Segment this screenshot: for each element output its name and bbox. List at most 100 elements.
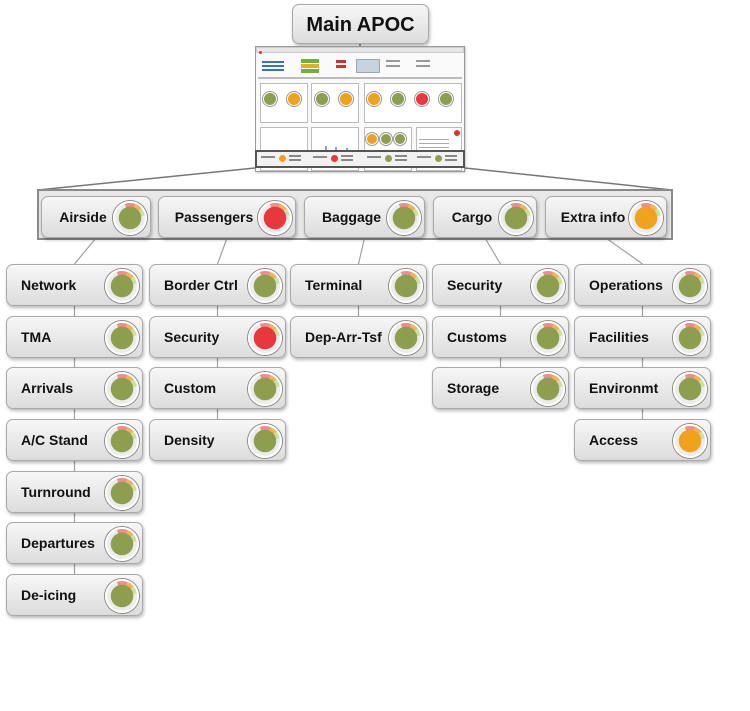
node-passengers-custom[interactable]: Custom bbox=[149, 367, 286, 409]
category-extra-label: Extra info bbox=[560, 209, 626, 225]
node-passengers-security[interactable]: Security bbox=[149, 316, 286, 358]
category-airside-label: Airside bbox=[59, 209, 107, 225]
node-airside-network-label: Network bbox=[21, 277, 77, 293]
category-baggage-status-gauge bbox=[387, 201, 421, 235]
thumbnail-panel bbox=[315, 92, 329, 106]
node-airside-tma-status-gauge bbox=[105, 321, 139, 355]
thumbnail-panel bbox=[394, 133, 406, 145]
category-cargo[interactable]: Cargo bbox=[433, 196, 537, 238]
node-passengers-border-ctrl[interactable]: Border Ctrl bbox=[149, 264, 286, 306]
node-extra-operations[interactable]: Operations bbox=[574, 264, 711, 306]
summary-indicator bbox=[289, 155, 301, 157]
node-extra-environmt-status-gauge bbox=[673, 372, 707, 406]
summary-indicator bbox=[341, 159, 353, 161]
node-airside-departures-label: Departures bbox=[21, 535, 95, 551]
node-airside-a-c-stand-label: A/C Stand bbox=[21, 432, 88, 448]
node-extra-access[interactable]: Access bbox=[574, 419, 711, 461]
thumbnail-panel bbox=[258, 77, 462, 79]
node-extra-facilities-status-gauge bbox=[673, 321, 707, 355]
node-baggage-terminal-status-gauge bbox=[389, 269, 423, 303]
thumbnail-panel bbox=[256, 47, 464, 53]
category-cargo-label: Cargo bbox=[451, 209, 493, 225]
node-baggage-dep-arr-tsf[interactable]: Dep-Arr-Tsf bbox=[290, 316, 427, 358]
node-extra-facilities[interactable]: Facilities bbox=[574, 316, 711, 358]
thumbnail-panel bbox=[367, 92, 381, 106]
node-airside-arrivals-status-gauge bbox=[105, 372, 139, 406]
thumbnail-panel bbox=[416, 60, 430, 62]
node-airside-arrivals-label: Arrivals bbox=[21, 380, 74, 396]
category-baggage-label: Baggage bbox=[321, 209, 382, 225]
thumbnail-panel bbox=[366, 133, 378, 145]
node-passengers-security-status-gauge bbox=[248, 321, 282, 355]
node-extra-operations-status-gauge bbox=[673, 269, 707, 303]
node-baggage-dep-arr-tsf-status-gauge bbox=[389, 321, 423, 355]
thumbnail-panel bbox=[336, 65, 346, 68]
node-airside-a-c-stand[interactable]: A/C Stand bbox=[6, 419, 143, 461]
node-extra-operations-label: Operations bbox=[589, 277, 663, 293]
node-airside-tma-label: TMA bbox=[21, 329, 52, 345]
thumbnail-panel bbox=[339, 92, 353, 106]
node-airside-network-status-gauge bbox=[105, 269, 139, 303]
thumbnail-panel bbox=[336, 60, 346, 63]
summary-indicator bbox=[367, 156, 381, 158]
node-passengers-border-ctrl-label: Border Ctrl bbox=[164, 277, 238, 293]
thumbnail-panel bbox=[380, 133, 392, 145]
thumbnail-panel bbox=[262, 61, 284, 63]
node-airside-tma[interactable]: TMA bbox=[6, 316, 143, 358]
node-extra-facilities-label: Facilities bbox=[589, 329, 649, 345]
node-airside-turnround[interactable]: Turnround bbox=[6, 471, 143, 513]
node-passengers-custom-status-gauge bbox=[248, 372, 282, 406]
thumbnail-panel bbox=[301, 64, 319, 68]
thumbnail-panel bbox=[262, 69, 284, 71]
node-extra-access-label: Access bbox=[589, 432, 639, 448]
node-airside-de-icing[interactable]: De-icing bbox=[6, 574, 143, 616]
connector-line bbox=[37, 167, 256, 191]
node-airside-turnround-status-gauge bbox=[105, 476, 139, 510]
page-title: Main APOC bbox=[306, 14, 415, 36]
main-apoc-title-box[interactable]: Main APOC bbox=[292, 4, 429, 44]
node-passengers-density-label: Density bbox=[164, 432, 215, 448]
category-passengers-label: Passengers bbox=[174, 209, 254, 225]
summary-indicator bbox=[417, 156, 431, 158]
connector-line bbox=[484, 237, 502, 265]
thumbnail-panel bbox=[439, 92, 453, 106]
summary-indicator bbox=[385, 155, 392, 162]
summary-indicator bbox=[445, 155, 457, 157]
node-cargo-security-status-gauge bbox=[531, 269, 565, 303]
dashboard-summary-bar bbox=[255, 150, 465, 168]
node-cargo-security[interactable]: Security bbox=[432, 264, 569, 306]
summary-indicator bbox=[435, 155, 442, 162]
summary-indicator bbox=[313, 156, 327, 158]
thumbnail-panel bbox=[415, 92, 429, 106]
node-cargo-security-label: Security bbox=[447, 277, 503, 293]
thumbnail-panel bbox=[262, 65, 284, 67]
thumbnail-panel bbox=[287, 92, 301, 106]
category-baggage[interactable]: Baggage bbox=[304, 196, 425, 238]
thumbnail-panel bbox=[356, 59, 380, 73]
node-cargo-storage[interactable]: Storage bbox=[432, 367, 569, 409]
node-cargo-customs[interactable]: Customs bbox=[432, 316, 569, 358]
thumbnail-panel bbox=[419, 139, 449, 140]
node-cargo-customs-status-gauge bbox=[531, 321, 565, 355]
thumbnail-panel bbox=[419, 143, 449, 144]
node-airside-departures[interactable]: Departures bbox=[6, 522, 143, 564]
summary-indicator bbox=[395, 155, 407, 157]
thumbnail-panel bbox=[301, 59, 319, 63]
node-extra-environmt[interactable]: Environmt bbox=[574, 367, 711, 409]
node-baggage-terminal[interactable]: Terminal bbox=[290, 264, 427, 306]
connector-line bbox=[605, 237, 643, 265]
node-airside-arrivals[interactable]: Arrivals bbox=[6, 367, 143, 409]
node-airside-network[interactable]: Network bbox=[6, 264, 143, 306]
thumbnail-panel bbox=[301, 69, 319, 73]
connector-line bbox=[357, 237, 366, 265]
node-airside-departures-status-gauge bbox=[105, 527, 139, 561]
category-passengers[interactable]: Passengers bbox=[158, 196, 296, 238]
node-passengers-custom-label: Custom bbox=[164, 380, 217, 396]
category-extra[interactable]: Extra info bbox=[545, 196, 667, 238]
node-extra-environmt-label: Environmt bbox=[589, 380, 659, 396]
category-airside[interactable]: Airside bbox=[41, 196, 151, 238]
node-cargo-customs-label: Customs bbox=[447, 329, 507, 345]
thumbnail-panel bbox=[391, 92, 405, 106]
node-passengers-density[interactable]: Density bbox=[149, 419, 286, 461]
connector-line bbox=[216, 237, 228, 265]
